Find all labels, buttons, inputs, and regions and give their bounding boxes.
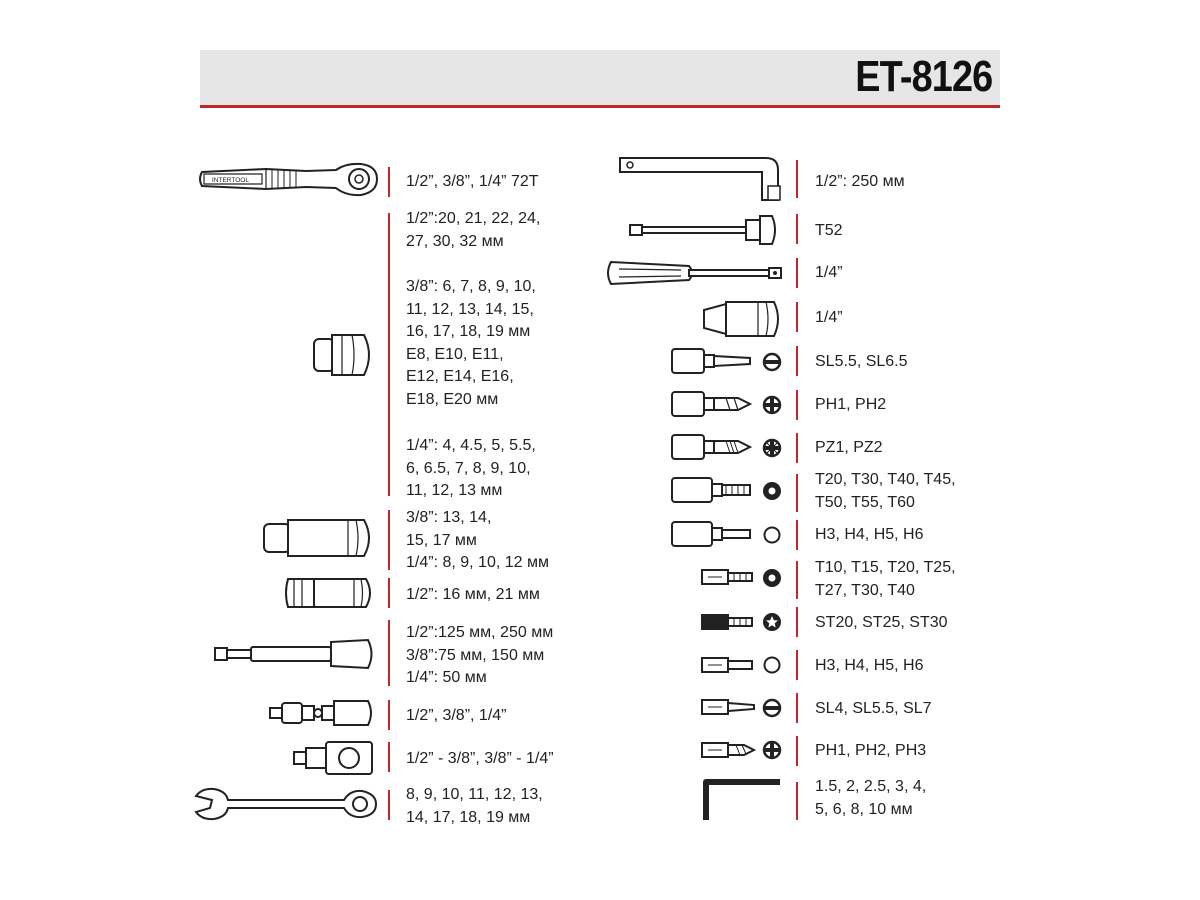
universal-joint-sizes: 1/2”, 3/8”, 1/4” — [406, 707, 507, 724]
slotted-bit-socket-icon — [670, 347, 756, 375]
divider — [796, 650, 798, 680]
star-short-bit-icon — [700, 612, 758, 632]
sockets-quarter-inch: 1/4”: 4, 4.5, 5, 5.5, 6, 6.5, 7, 8, 9, 1… — [406, 437, 536, 499]
deep-socket-icon — [262, 518, 376, 558]
divider — [388, 167, 390, 197]
combination-wrench-icon — [194, 786, 378, 822]
divider — [796, 433, 798, 463]
torx-bits-sizes: T20, T30, T40, T45, T50, T55, T60 — [815, 471, 956, 511]
hex-keys-sizes: 1.5, 2, 2.5, 3, 4, 5, 6, 8, 10 мм — [815, 778, 927, 818]
divider — [796, 390, 798, 420]
hex-bits-sizes: H3, H4, H5, H6 — [815, 526, 924, 543]
spark-sockets-sizes: 1/2”: 16 мм, 21 мм — [406, 586, 540, 603]
phillips-short-bits-sizes: PH1, PH2, PH3 — [815, 742, 927, 759]
divider — [388, 213, 390, 496]
torx-bit-socket-icon — [670, 476, 756, 504]
sockets-three-eighths: 3/8”: 6, 7, 8, 9, 10, 11, 12, 13, 14, 15… — [406, 278, 536, 408]
bit-adapter-size: 1/4” — [815, 309, 843, 326]
divider — [388, 620, 390, 686]
ratchet-brand-text: INTERTOOL — [212, 177, 249, 184]
wrenches-sizes: 8, 9, 10, 11, 12, 13, 14, 17, 18, 19 мм — [406, 786, 543, 826]
ratchet-sizes: 1/2”, 3/8”, 1/4” 72T — [406, 173, 539, 190]
adapter-icon — [292, 740, 376, 776]
divider — [796, 474, 798, 512]
t-handle-icon — [628, 213, 780, 247]
model-title: ET-8126 — [854, 52, 993, 101]
pozidriv-bits-sizes: PZ1, PZ2 — [815, 439, 883, 456]
divider — [388, 742, 390, 772]
hex-bit-socket-icon — [670, 520, 756, 548]
slotted-short-bits-sizes: SL4, SL5.5, SL7 — [815, 700, 932, 717]
divider — [796, 520, 798, 550]
ratchet-icon: INTERTOOL — [196, 160, 378, 200]
adapters-sizes: 1/2” - 3/8”, 3/8” - 1/4” — [406, 750, 554, 767]
slotted-short-bit-icon — [700, 697, 758, 717]
divider — [796, 561, 798, 599]
hex-short-bit-icon — [700, 655, 758, 675]
spinner-handle-icon — [605, 258, 783, 288]
divider — [388, 578, 390, 608]
hex-tip-icon — [762, 655, 782, 675]
slotted-tip-icon — [762, 352, 782, 372]
divider — [796, 782, 798, 820]
divider — [796, 693, 798, 723]
divider — [388, 790, 390, 820]
t-handle-size: T52 — [815, 222, 843, 239]
divider — [796, 258, 798, 288]
universal-joint-icon — [268, 698, 376, 728]
phillips-bits-sizes: PH1, PH2 — [815, 396, 887, 413]
slotted-bits-sizes: SL5.5, SL6.5 — [815, 353, 908, 370]
bit-adapter-icon — [702, 300, 782, 338]
spark-plug-socket-icon — [284, 577, 376, 609]
torx-short-bit-icon — [700, 567, 758, 587]
breaker-bar-size: 1/2”: 250 мм — [815, 173, 905, 190]
phillips-short-bit-icon — [700, 740, 758, 760]
hex-tip-icon — [762, 525, 782, 545]
slotted-tip-icon — [762, 698, 782, 718]
torx-tip-icon — [762, 481, 782, 501]
pozidriv-tip-icon — [762, 438, 782, 458]
extensions-sizes: 1/2”:125 мм, 250 мм 3/8”:75 мм, 150 мм 1… — [406, 624, 554, 686]
torx-short-bits-sizes: T10, T15, T20, T25, T27, T30, T40 — [815, 559, 956, 599]
header-bar: ET-8126 — [200, 50, 1000, 108]
star-short-bits-sizes: ST20, ST25, ST30 — [815, 614, 948, 631]
divider — [796, 214, 798, 244]
divider — [388, 700, 390, 730]
divider — [388, 510, 390, 570]
phillips-tip-icon — [762, 740, 782, 760]
divider — [796, 346, 798, 376]
extension-bar-icon — [214, 638, 376, 670]
hex-key-icon — [700, 776, 784, 822]
tamper-star-tip-icon — [762, 612, 782, 632]
divider — [796, 607, 798, 637]
hex-short-bits-sizes: H3, H4, H5, H6 — [815, 657, 924, 674]
phillips-tip-icon — [762, 395, 782, 415]
deep-sockets-sizes: 3/8”: 13, 14, 15, 17 мм 1/4”: 8, 9, 10, … — [406, 509, 549, 571]
breaker-bar-icon — [618, 156, 782, 202]
divider — [796, 302, 798, 332]
divider — [796, 160, 798, 198]
torx-tip-icon — [762, 568, 782, 588]
socket-icon — [312, 333, 376, 377]
divider — [796, 736, 798, 766]
pozidriv-bit-socket-icon — [670, 433, 756, 461]
sockets-half-inch: 1/2”:20, 21, 22, 24, 27, 30, 32 мм — [406, 210, 541, 250]
phillips-bit-socket-icon — [670, 390, 756, 418]
spinner-handle-size: 1/4” — [815, 264, 843, 281]
